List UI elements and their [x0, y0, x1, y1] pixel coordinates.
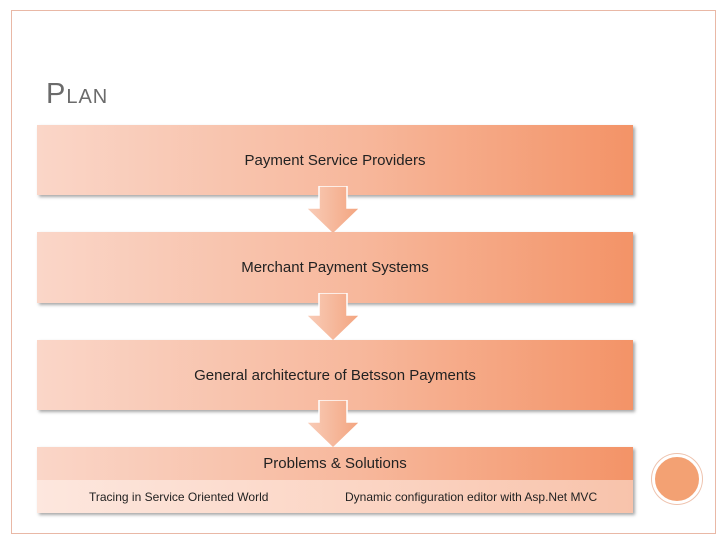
step-box-3: General architecture of Betsson Payments: [37, 340, 633, 410]
step-4-subitems: Tracing in Service Oriented World Dynami…: [37, 480, 633, 513]
down-arrow-icon-2: [304, 293, 362, 343]
step-box-1: Payment Service Providers: [37, 125, 633, 195]
slide-frame: [11, 10, 716, 534]
step-label-1: Payment Service Providers: [244, 151, 426, 169]
step-label-2: Merchant Payment Systems: [241, 259, 429, 276]
subitem-config-editor: Dynamic configuration editor with Asp.Ne…: [345, 489, 598, 504]
step-box-2: Merchant Payment Systems: [37, 232, 633, 303]
subitem-tracing: Tracing in Service Oriented World: [89, 489, 269, 504]
down-arrow-icon-1: [304, 186, 362, 236]
down-arrow-icon-3: [304, 400, 362, 450]
step-label-3: General architecture of Betsson Payments: [194, 366, 476, 384]
decorative-circle: [652, 454, 702, 504]
step-label-4: Problems & Solutions: [263, 455, 407, 472]
step-box-4: Problems & Solutions Tracing in Service …: [37, 447, 633, 513]
slide-title: Plan: [46, 78, 109, 110]
